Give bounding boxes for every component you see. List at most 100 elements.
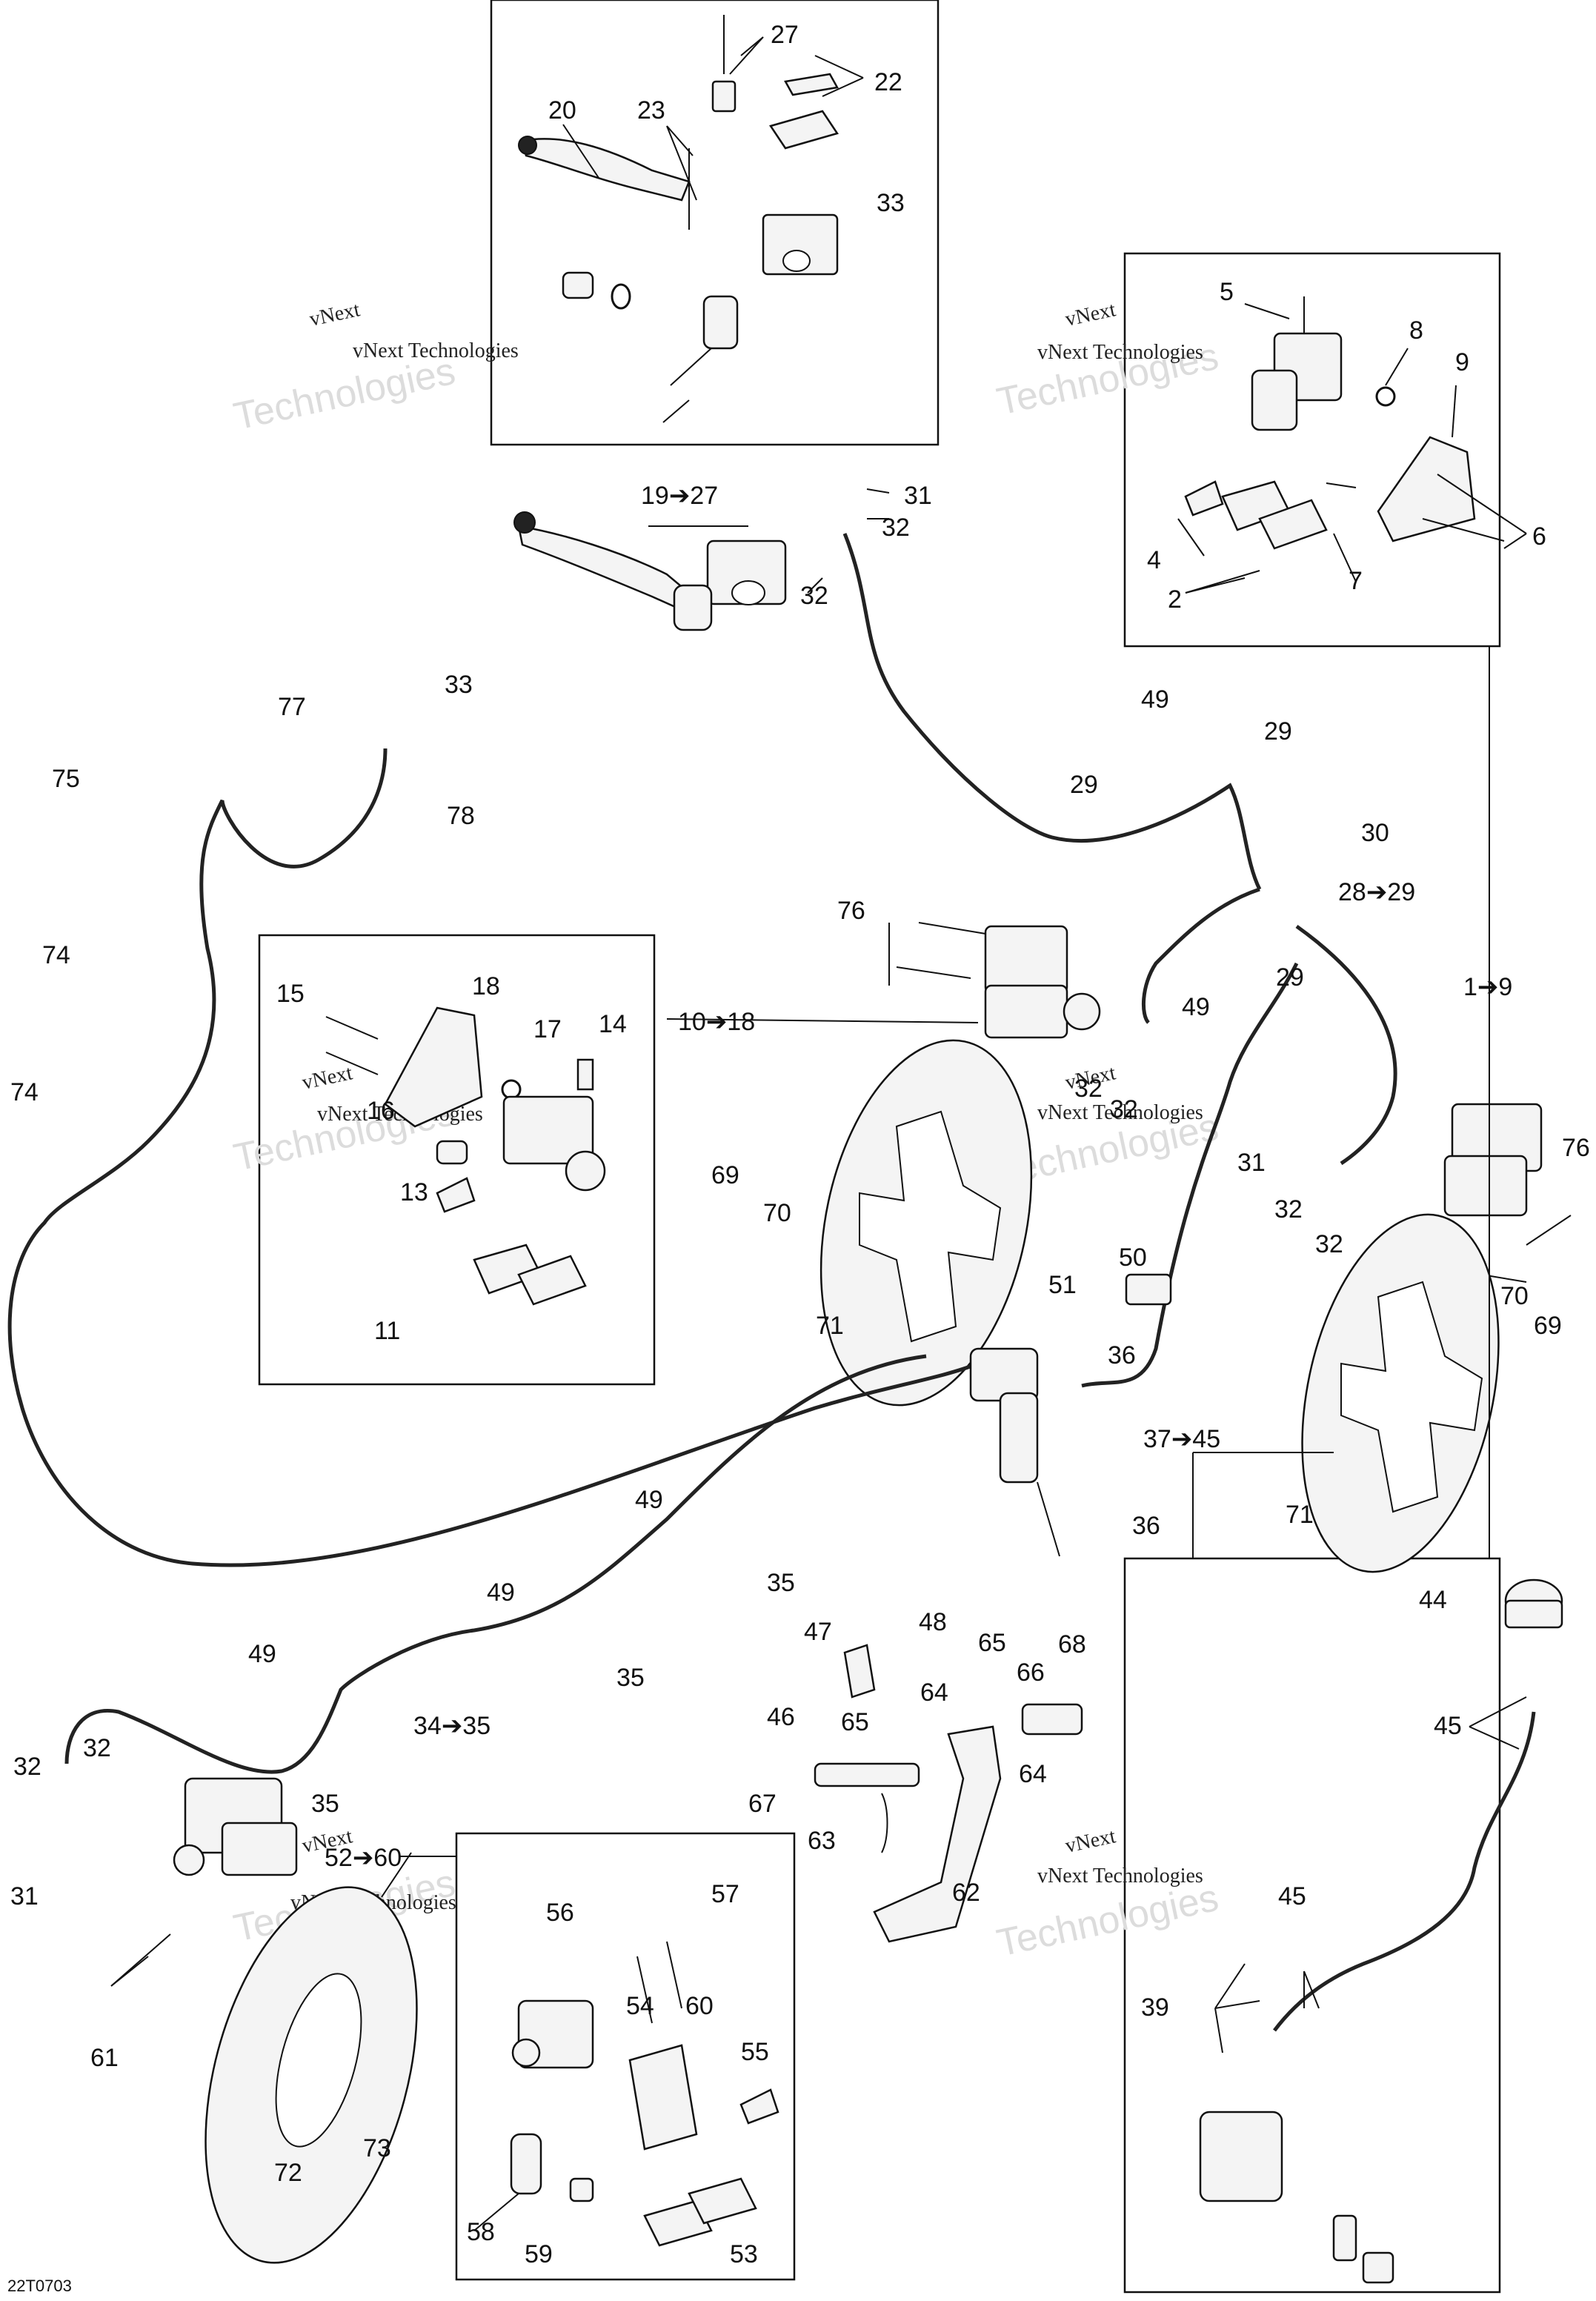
callout-64-a: 64 bbox=[920, 1679, 948, 1707]
callout-50: 50 bbox=[1119, 1244, 1147, 1272]
svg-text:vNext: vNext bbox=[1063, 1824, 1118, 1858]
callout-36-a: 36 bbox=[1108, 1341, 1136, 1369]
callout-33-mid: 33 bbox=[445, 671, 473, 699]
rear-master-exploded bbox=[1199, 1578, 1563, 2284]
rear-caliper-detail-box bbox=[455, 1832, 796, 2281]
callout-60: 60 bbox=[685, 1992, 714, 2020]
callout-5: 5 bbox=[1220, 278, 1234, 306]
callout-76-b: 76 bbox=[1562, 1134, 1590, 1162]
callout-22: 22 bbox=[874, 68, 902, 96]
callout-45-a: 45 bbox=[1434, 1712, 1462, 1740]
callout-61: 61 bbox=[90, 2044, 119, 2072]
callout-1-9: 1➔9 bbox=[1463, 973, 1512, 1001]
callout-53: 53 bbox=[730, 2240, 758, 2268]
callout-19-27: 19➔27 bbox=[641, 482, 718, 510]
callout-39: 39 bbox=[1141, 1993, 1169, 2022]
callout-74-a: 74 bbox=[42, 941, 70, 969]
callout-70-b: 70 bbox=[1500, 1282, 1529, 1310]
callout-35-c: 35 bbox=[311, 1790, 339, 1818]
callout-20: 20 bbox=[548, 96, 576, 124]
diagram-id: 22T0703 bbox=[7, 2277, 72, 2295]
callout-69-b: 69 bbox=[1534, 1312, 1562, 1340]
callout-10-18: 10➔18 bbox=[678, 1008, 755, 1036]
callout-32-c: 32 bbox=[1074, 1075, 1103, 1103]
callout-68: 68 bbox=[1058, 1630, 1086, 1658]
callout-49-d: 49 bbox=[487, 1578, 515, 1607]
rear-brake-pedal bbox=[814, 1644, 1083, 1943]
rear-master-detail-box bbox=[1123, 1557, 1501, 2294]
svg-text:vNext: vNext bbox=[1063, 298, 1118, 331]
callout-13: 13 bbox=[400, 1178, 428, 1206]
callout-16: 16 bbox=[367, 1097, 395, 1125]
svg-text:Technologies: Technologies bbox=[230, 350, 459, 439]
callout-29-a: 29 bbox=[1264, 717, 1292, 746]
callout-32-d: 32 bbox=[1110, 1095, 1138, 1123]
callout-4: 4 bbox=[1147, 546, 1161, 574]
callout-15: 15 bbox=[276, 980, 305, 1008]
callout-11: 11 bbox=[374, 1317, 400, 1345]
callout-58: 58 bbox=[467, 2218, 495, 2246]
front-left-caliper-mounted bbox=[896, 922, 1101, 1039]
callout-31-c: 31 bbox=[10, 1882, 39, 1910]
callout-70-a: 70 bbox=[763, 1199, 791, 1227]
callout-71-a: 71 bbox=[816, 1312, 844, 1340]
callout-2: 2 bbox=[1168, 585, 1182, 614]
svg-text:vNext Technologies: vNext Technologies bbox=[1037, 1101, 1203, 1124]
front-left-caliper-exploded bbox=[325, 1006, 606, 1306]
callout-29-c: 29 bbox=[1276, 963, 1304, 992]
brake-lever-assembly bbox=[513, 511, 787, 631]
callout-66: 66 bbox=[1017, 1658, 1045, 1687]
callout-7: 7 bbox=[1349, 567, 1363, 595]
watermark-2: Technologies vNext vNext Technologies bbox=[993, 298, 1222, 423]
svg-text:vNext: vNext bbox=[300, 1061, 355, 1095]
rear-caliper-exploded bbox=[510, 1941, 779, 2247]
callout-52-60: 52➔60 bbox=[325, 1844, 402, 1872]
callout-47: 47 bbox=[804, 1618, 832, 1646]
callout-75: 75 bbox=[52, 765, 80, 793]
callout-leaders bbox=[110, 36, 1527, 2231]
rear-master-cylinder bbox=[969, 1273, 1172, 1557]
callout-69-a: 69 bbox=[711, 1161, 739, 1189]
callout-37-45: 37➔45 bbox=[1143, 1425, 1220, 1453]
callout-32-h: 32 bbox=[83, 1734, 111, 1762]
callout-48: 48 bbox=[919, 1608, 947, 1636]
callout-49-c: 49 bbox=[635, 1486, 663, 1514]
callout-23: 23 bbox=[637, 96, 665, 124]
master-cylinder-exploded bbox=[518, 15, 839, 423]
rear-caliper-mounted bbox=[173, 1777, 298, 1876]
callout-51: 51 bbox=[1048, 1271, 1077, 1299]
front-right-caliper-mounted bbox=[1443, 1103, 1572, 1283]
callout-18: 18 bbox=[472, 972, 500, 1000]
callout-35-b: 35 bbox=[616, 1664, 645, 1692]
callout-62: 62 bbox=[952, 1879, 980, 1907]
callout-32-g: 32 bbox=[13, 1753, 41, 1781]
front-left-caliper-detail-box bbox=[258, 934, 656, 1386]
rear-disc bbox=[205, 1886, 418, 2264]
callout-31-b: 31 bbox=[1237, 1149, 1266, 1177]
brake-hoses bbox=[7, 533, 1536, 2032]
callout-73: 73 bbox=[363, 2134, 391, 2162]
front-right-caliper-exploded bbox=[1184, 296, 1505, 550]
callout-64-b: 64 bbox=[1019, 1760, 1047, 1788]
callout-63: 63 bbox=[808, 1827, 836, 1855]
callout-65-a: 65 bbox=[978, 1629, 1006, 1657]
callout-72: 72 bbox=[274, 2159, 302, 2187]
callout-32-f: 32 bbox=[1315, 1230, 1343, 1258]
svg-text:vNext Technologies: vNext Technologies bbox=[1037, 341, 1203, 364]
callout-54: 54 bbox=[626, 1992, 654, 2020]
callout-49-e: 49 bbox=[248, 1640, 276, 1668]
callout-6: 6 bbox=[1532, 522, 1546, 551]
callout-71-b: 71 bbox=[1286, 1501, 1314, 1529]
callout-46: 46 bbox=[767, 1703, 795, 1731]
callout-17: 17 bbox=[533, 1015, 562, 1043]
callout-76-a: 76 bbox=[837, 897, 865, 925]
callout-49-a: 49 bbox=[1141, 685, 1169, 714]
front-left-disc bbox=[819, 1039, 1033, 1407]
callout-36-b: 36 bbox=[1132, 1512, 1160, 1540]
callout-45-b: 45 bbox=[1278, 1882, 1306, 1910]
callout-32-b: 32 bbox=[800, 582, 828, 610]
callout-55: 55 bbox=[741, 2038, 769, 2066]
callout-8: 8 bbox=[1409, 316, 1423, 345]
callout-31: 31 bbox=[904, 482, 932, 510]
